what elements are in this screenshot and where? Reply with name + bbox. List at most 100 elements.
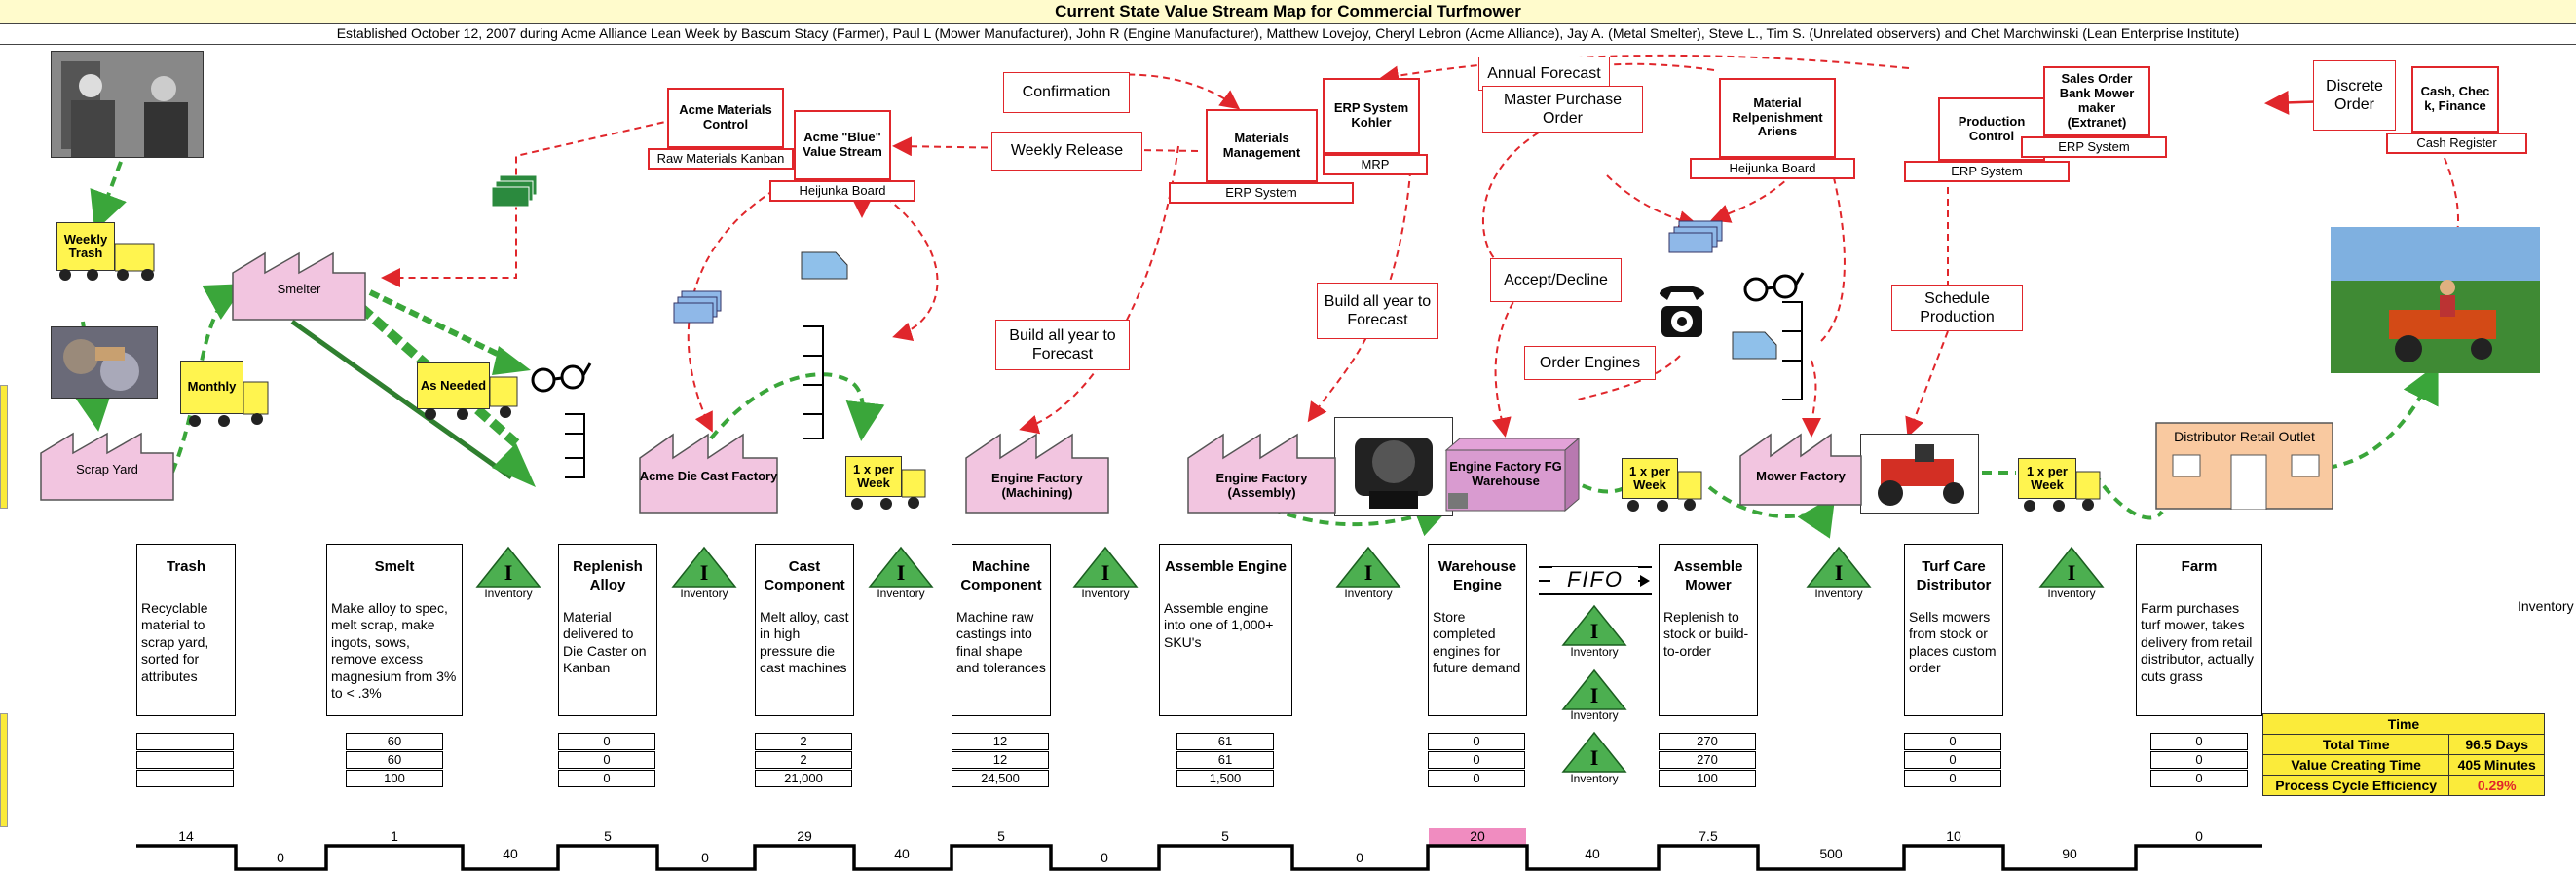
timeline-va-time: 0 — [2195, 828, 2203, 844]
inventory-i-glyph: I — [1101, 560, 1110, 585]
data-cell: 24,500 — [952, 770, 1049, 787]
data-cell: 0 — [1904, 733, 2001, 750]
timeline-wait-time: 90 — [2062, 846, 2077, 861]
engine-photo — [1334, 417, 1453, 516]
inventory-label: Inventory — [484, 587, 533, 600]
erp-system-kohler: ERP System Kohler — [1323, 78, 1420, 154]
erp-system-kohler-sub: MRP — [1323, 154, 1428, 175]
mower-factory-shape — [1739, 433, 1862, 506]
truck-weekly-trash-wheels — [59, 269, 151, 281]
inventory-i-glyph: I — [1589, 683, 1599, 707]
process-box-smelt: Smelt Make alloy to spec, melt scrap, ma… — [326, 544, 463, 716]
process-box-trash: Trash Recyclable material to scrap yard,… — [136, 544, 236, 716]
process-box-replenish: Replenish Alloy Material delivered to Di… — [558, 544, 657, 716]
total-time-label: Total Time — [2261, 734, 2450, 755]
sales-order-bank: Sales Order Bank Mower maker (Extranet) — [2043, 66, 2150, 136]
timeline-va-time: 1 — [391, 828, 398, 844]
data-cell: 0 — [2150, 733, 2248, 750]
process-cycle-efficiency-label: Process Cycle Efficiency — [2261, 775, 2450, 796]
die-cast-factory-shape — [639, 433, 778, 514]
timeline-va-time: 7.5 — [1699, 828, 1718, 844]
production-control-sub: ERP System — [1904, 161, 2070, 182]
farm-photo — [2331, 227, 2540, 373]
data-cell: 2 — [755, 751, 852, 769]
inventory-i-glyph: I — [1834, 560, 1844, 585]
sales-order-bank-sub: ERP System — [2021, 136, 2167, 158]
note-confirmation: Confirmation — [1003, 72, 1130, 113]
timeline-va-time: 14 — [178, 828, 194, 844]
truck-weekly-trash: Weekly Trash — [56, 222, 115, 271]
acme-blue-value-stream: Acme "Blue" Value Stream — [794, 110, 891, 180]
inventory-label: Inventory — [1570, 645, 1619, 659]
data-cell: 0 — [558, 770, 655, 787]
inventory-i-glyph: I — [896, 560, 906, 585]
data-cell: 270 — [1659, 733, 1756, 750]
data-cell: 0 — [1428, 733, 1525, 750]
data-cell — [136, 733, 234, 750]
acme-materials-control: Acme Materials Control — [667, 88, 784, 148]
inventory-i-glyph: I — [2067, 560, 2076, 585]
data-cell: 0 — [1428, 770, 1525, 787]
process-desc: Store completed engines for future deman… — [1433, 608, 1521, 676]
note-build-all-year-1: Build all year to Forecast — [995, 320, 1130, 370]
data-cell: 100 — [1659, 770, 1756, 787]
founders-photo — [51, 51, 204, 158]
timeline-wait-time: 0 — [1101, 850, 1108, 865]
material-replenishment-ariens: Material Relpenishment Ariens — [1719, 78, 1836, 158]
supermarkets — [565, 301, 1803, 478]
inventory-i-glyph: I — [1589, 619, 1599, 643]
fg-warehouse-label: Engine Factory FG Warehouse — [1449, 459, 1562, 488]
truck-1xweek-c-cab — [2076, 471, 2101, 511]
left-edge-strip — [0, 385, 8, 509]
note-accept-decline: Accept/Decline — [1490, 258, 1622, 302]
process-desc: Farm purchases turf mower, takes deliver… — [2141, 599, 2254, 684]
process-title: Assemble Mower — [1673, 558, 1743, 593]
note-schedule-production: Schedule Production — [1891, 285, 2023, 331]
inventory-label: Inventory — [2047, 587, 2096, 600]
data-cell: 100 — [346, 770, 443, 787]
process-desc: Material delivered to Die Caster on Kanb… — [563, 608, 647, 676]
truck-1xweek-a-cab — [902, 469, 926, 509]
truck-1xweek-c-wheels — [2024, 500, 2065, 512]
truck-as-needed-cab — [490, 376, 518, 418]
process-box-warehouse: Warehouse Engine Store completed engines… — [1428, 544, 1527, 716]
page-title: Current State Value Stream Map for Comme… — [0, 0, 2576, 24]
assembly-factory-shape — [1187, 433, 1336, 514]
timeline-va-time: 5 — [604, 828, 612, 844]
inventory-label: Inventory — [1344, 587, 1393, 600]
data-cell: 60 — [346, 733, 443, 750]
inventory-label: Inventory — [877, 587, 925, 600]
value-creating-time-label: Value Creating Time — [2261, 754, 2450, 776]
data-cell: 12 — [952, 751, 1049, 769]
data-cell: 2 — [755, 733, 852, 750]
process-desc: Recyclable material to scrap yard, sorte… — [141, 599, 209, 684]
material-replenishment-sub: Heijunka Board — [1690, 158, 1855, 179]
timeline-va-time: 5 — [997, 828, 1005, 844]
materials-management-sub: ERP System — [1169, 182, 1354, 204]
process-title: Trash — [166, 558, 206, 575]
inventory-label: Inventory — [1570, 772, 1619, 785]
data-cell: 61 — [1176, 733, 1274, 750]
scrap-photo — [51, 326, 158, 399]
inventory-i-glyph: I — [504, 560, 513, 585]
data-cell: 0 — [558, 733, 655, 750]
process-box-cast: Cast Component Melt alloy, cast in high … — [755, 544, 854, 716]
note-build-all-year-2: Build all year to Forecast — [1317, 283, 1438, 339]
telephone-icon — [1660, 286, 1704, 337]
total-time-value: 96.5 Days — [2448, 734, 2545, 755]
production-kanban-icon-2 — [1668, 220, 1723, 253]
inventory-label: Inventory — [1081, 587, 1130, 600]
inventory-label: Inventory — [1814, 587, 1863, 600]
data-cell: 270 — [1659, 751, 1756, 769]
process-box-assemble-mower: Assemble Mower Replenish to stock or bui… — [1659, 544, 1758, 716]
scrap-yard-label: Scrap Yard — [76, 462, 138, 476]
data-cell: 0 — [2150, 751, 2248, 769]
note-order-engines: Order Engines — [1524, 346, 1656, 380]
truck-1xweek-b-wheels — [1627, 500, 1668, 512]
materials-management: Materials Management — [1206, 109, 1318, 182]
page-subtitle: Established October 12, 2007 during Acme… — [0, 23, 2576, 45]
inventory-i-glyph: I — [699, 560, 709, 585]
time-summary-table: Time Total Time 96.5 Days Value Creating… — [2261, 713, 2545, 796]
